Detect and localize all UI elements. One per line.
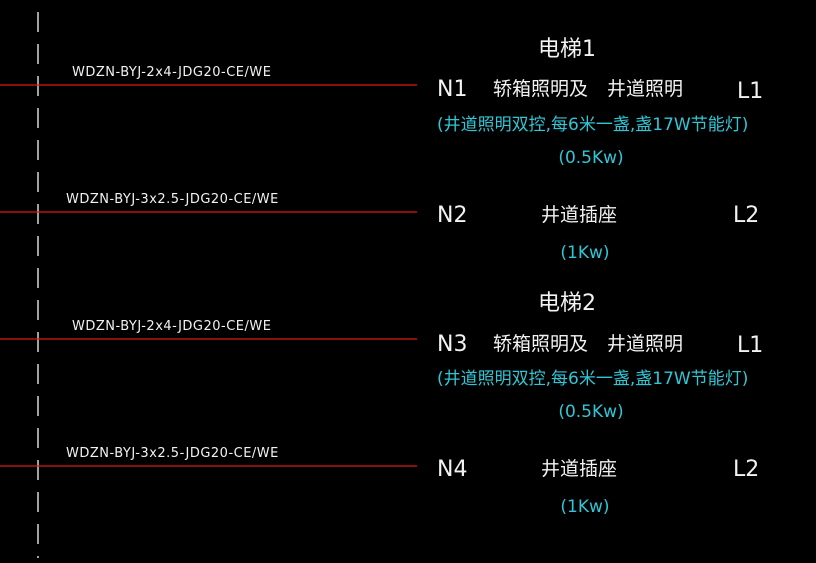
circuit-name-right-3: 井道照明 bbox=[607, 333, 683, 355]
circuit-4: WDZN-BYJ-3x2.5-JDG20-CE/WE N4 井道插座 L2 (1… bbox=[0, 446, 759, 517]
circuit-power-3: (0.5Kw) bbox=[558, 402, 623, 422]
circuit-3: WDZN-BYJ-2x4-JDG20-CE/WE 电梯2 N3 轿箱照明及 井道… bbox=[0, 291, 763, 422]
circuit-name-2: 井道插座 bbox=[541, 204, 617, 226]
circuit-power-1: (0.5Kw) bbox=[558, 148, 623, 168]
circuit-name-right-1: 井道照明 bbox=[607, 78, 683, 100]
circuit-note-3: (井道照明双控,每6米一盏,盏17W节能灯) bbox=[437, 369, 748, 389]
circuit-power-2: (1Kw) bbox=[560, 243, 609, 263]
node-label-1: N1 bbox=[437, 77, 467, 102]
cable-spec-3: WDZN-BYJ-2x4-JDG20-CE/WE bbox=[72, 319, 271, 334]
node-label-3: N3 bbox=[437, 332, 467, 357]
circuit-name-left-3: 轿箱照明及 bbox=[493, 333, 588, 355]
circuit-note-1: (井道照明双控,每6米一盏,盏17W节能灯) bbox=[437, 115, 748, 135]
circuit-2: WDZN-BYJ-3x2.5-JDG20-CE/WE N2 井道插座 L2 (1… bbox=[0, 192, 759, 263]
circuit-1: WDZN-BYJ-2x4-JDG20-CE/WE 电梯1 N1 轿箱照明及 井道… bbox=[0, 37, 763, 168]
circuit-power-4: (1Kw) bbox=[560, 497, 609, 517]
phase-label-3: L1 bbox=[737, 333, 763, 358]
phase-label-2: L2 bbox=[733, 203, 759, 228]
phase-label-4: L2 bbox=[733, 457, 759, 482]
phase-label-1: L1 bbox=[737, 79, 763, 104]
circuit-name-4: 井道插座 bbox=[541, 458, 617, 480]
cable-spec-2: WDZN-BYJ-3x2.5-JDG20-CE/WE bbox=[66, 192, 279, 207]
node-label-4: N4 bbox=[437, 457, 467, 482]
circuit-name-left-1: 轿箱照明及 bbox=[493, 78, 588, 100]
cable-spec-4: WDZN-BYJ-3x2.5-JDG20-CE/WE bbox=[66, 446, 279, 461]
node-label-2: N2 bbox=[437, 203, 467, 228]
cable-spec-1: WDZN-BYJ-2x4-JDG20-CE/WE bbox=[72, 65, 271, 80]
circuit-title-3: 电梯2 bbox=[538, 291, 596, 316]
circuit-title-1: 电梯1 bbox=[538, 37, 596, 62]
